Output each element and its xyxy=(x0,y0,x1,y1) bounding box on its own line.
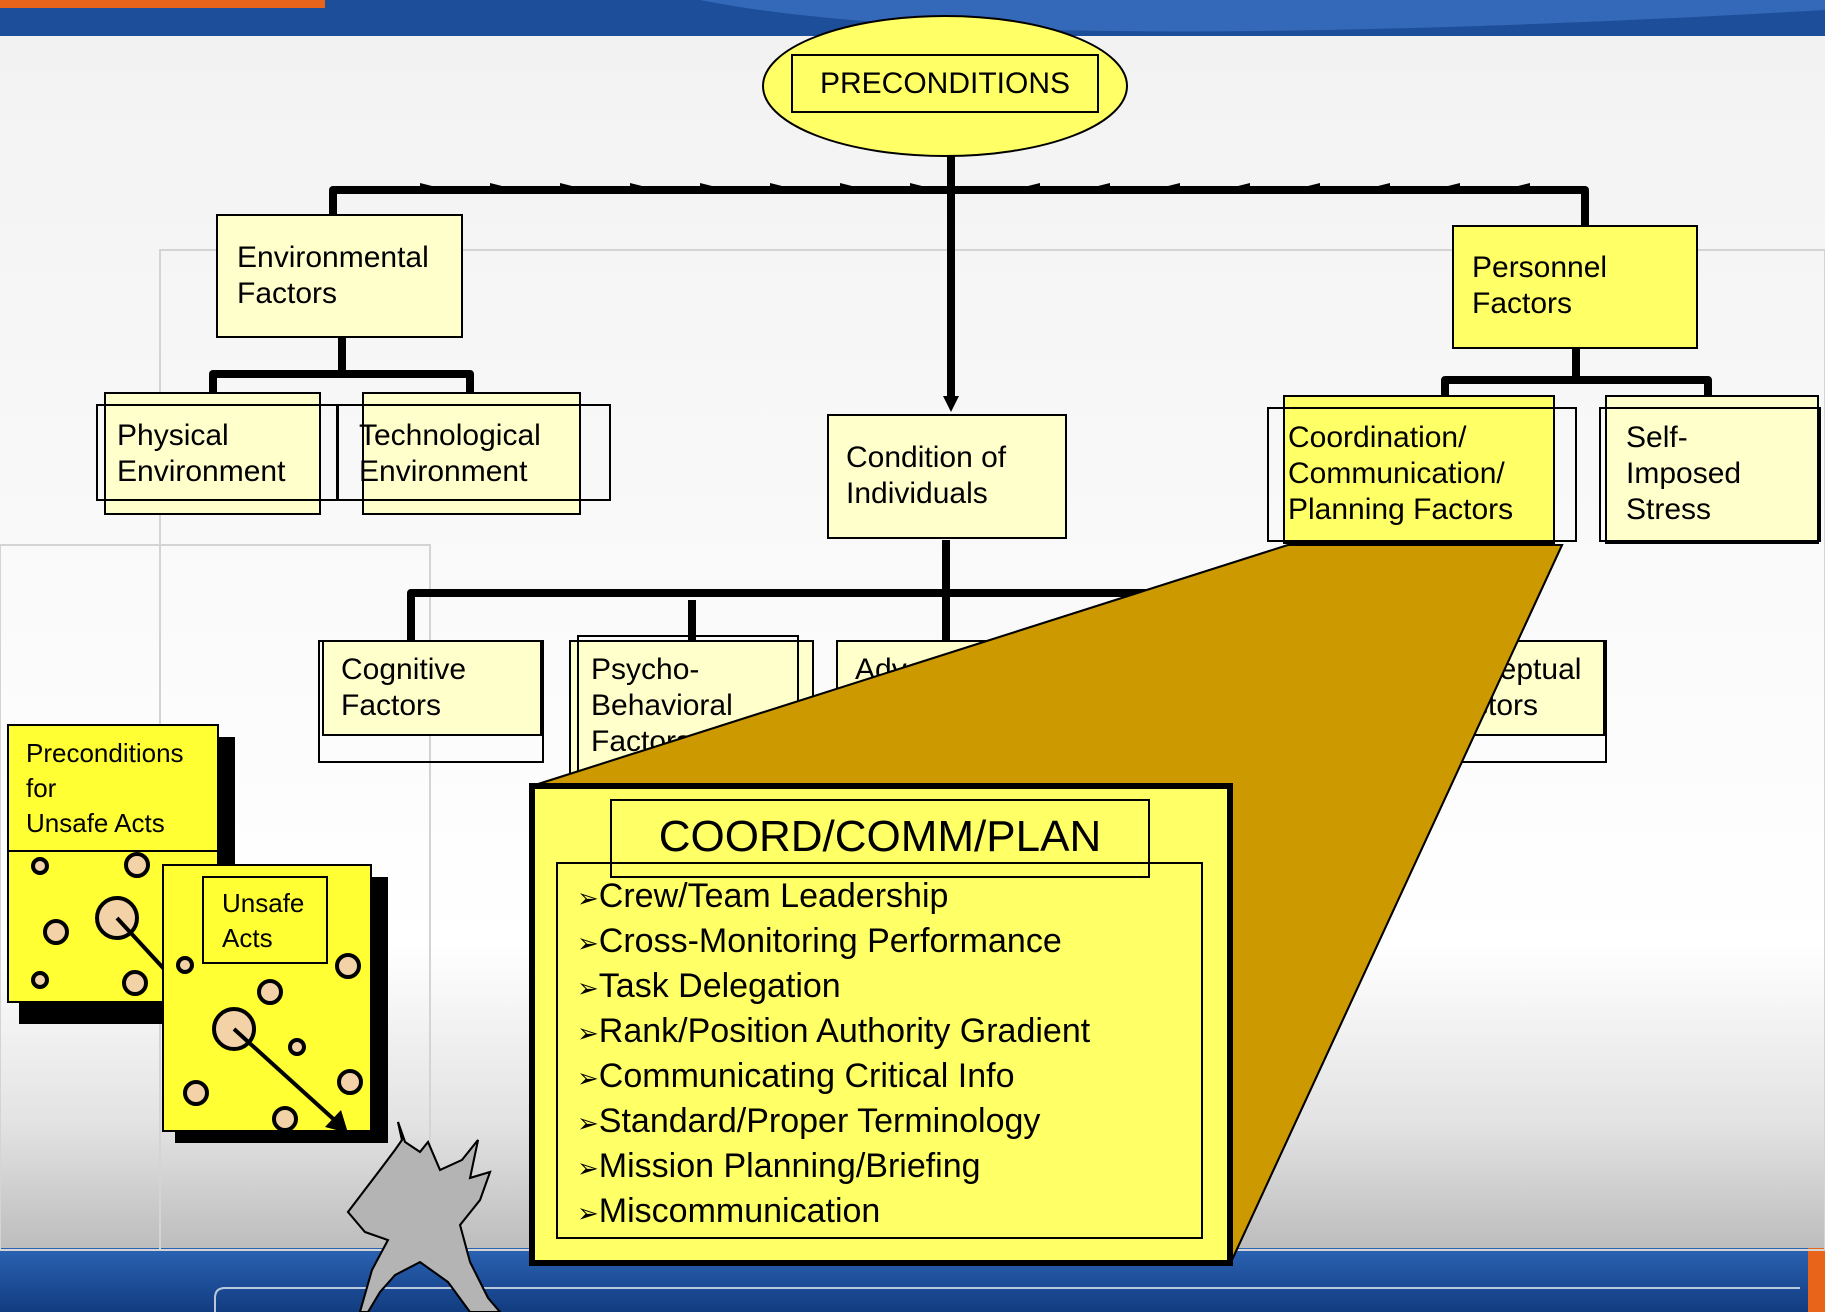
condition-of-individuals-label: Condition of Individuals xyxy=(846,441,1007,510)
zoom-panel-item-text: Mission Planning/Briefing xyxy=(598,1147,981,1185)
perceptual-factors-label: Perceptual Factors xyxy=(1438,653,1582,722)
technological-environment-outline xyxy=(337,404,611,501)
coordination-factors-outline xyxy=(1267,407,1577,542)
arrow-ticks xyxy=(420,183,1530,190)
zoom-panel-title: COORD/COMM/PLAN xyxy=(658,812,1102,861)
cognitive-factors-box xyxy=(322,640,542,736)
coordination-factors-box xyxy=(1283,395,1555,544)
zoom-panel-item: ➢Crew/Team Leadership xyxy=(577,876,948,917)
bullet-arrow-icon: ➢ xyxy=(577,1064,599,1094)
self-imposed-stress-label: Self- Imposed Stress xyxy=(1626,421,1742,526)
environmental-factors-label: Environmental Factors xyxy=(237,241,429,310)
zoom-panel-item: ➢Task Delegation xyxy=(577,966,841,1007)
bullet-arrow-icon: ➢ xyxy=(577,1109,599,1139)
bg-outline xyxy=(0,544,431,1251)
top-band-accent xyxy=(0,0,325,8)
self-imposed-stress-box xyxy=(1605,395,1819,544)
technological-environment-label: Technological Environment xyxy=(359,419,541,488)
zoom-panel-item: ➢Cross-Monitoring Performance xyxy=(577,921,1062,962)
zoom-panel-item-text: Miscommunication xyxy=(598,1192,881,1230)
technological-environment-box xyxy=(362,392,581,515)
bullet-arrow-icon: ➢ xyxy=(577,884,599,914)
coordination-factors-label: Coordination/ Communication/ Planning Fa… xyxy=(1288,421,1514,526)
bullet-arrow-icon: ➢ xyxy=(577,974,599,1004)
zoom-panel-item-text: Cross-Monitoring Performance xyxy=(598,922,1062,960)
zoom-panel-item: ➢Mission Planning/Briefing xyxy=(577,1146,981,1187)
zoom-panel-item-text: Standard/Proper Terminology xyxy=(598,1102,1041,1140)
bullet-arrow-icon: ➢ xyxy=(577,1199,599,1229)
footer-outline xyxy=(214,1287,1800,1312)
physical-environment-label: Physical Environment xyxy=(117,419,286,488)
footer-accent xyxy=(1808,1248,1825,1312)
preconditions-slice-label: Preconditions for Unsafe Acts xyxy=(26,738,184,839)
preconditions-label-frame xyxy=(791,54,1099,113)
preconditions-slice-label-frame xyxy=(7,724,219,852)
unsafe-acts-slice-arrow xyxy=(232,1027,342,1127)
zoom-panel-item: ➢Rank/Position Authority Gradient xyxy=(577,1011,1090,1052)
zoom-panel-item: ➢Miscommunication xyxy=(577,1191,880,1232)
condition-of-individuals-box xyxy=(827,414,1067,539)
zoom-panel-item: ➢Standard/Proper Terminology xyxy=(577,1101,1040,1142)
adverse-physiological-label: Adverse Physiological xyxy=(855,653,1031,722)
physical-environment-box xyxy=(104,392,321,515)
bullet-arrow-icon: ➢ xyxy=(577,929,599,959)
zoom-panel-item-text: Communicating Critical Info xyxy=(598,1057,1015,1095)
unsafe-acts-label-frame xyxy=(202,876,328,964)
cognitive-factors-label: Cognitive Factors xyxy=(341,653,467,722)
zoom-panel-item-text: Crew/Team Leadership xyxy=(598,877,949,915)
personnel-factors-label: Personnel Factors xyxy=(1472,251,1608,320)
environmental-factors-box xyxy=(216,214,463,338)
preconditions-slice-arrow xyxy=(115,916,167,972)
unsafe-acts-label: Unsafe Acts xyxy=(222,888,305,954)
zoom-panel-item: ➢Communicating Critical Info xyxy=(577,1056,1015,1097)
unsafe-acts-arrowhead xyxy=(325,1110,348,1133)
psycho-behavioral-label: Psycho- Behavioral Factors xyxy=(591,653,733,758)
condition-arrowhead xyxy=(943,396,959,412)
preconditions-ellipse xyxy=(762,15,1128,157)
zoom-panel-item-text: Task Delegation xyxy=(598,967,841,1005)
personnel-factors-box xyxy=(1452,225,1698,349)
bullet-arrow-icon: ➢ xyxy=(577,1154,599,1184)
bullet-arrow-icon: ➢ xyxy=(577,1019,599,1049)
self-imposed-stress-outline xyxy=(1599,407,1821,542)
zoom-panel-item-text: Rank/Position Authority Gradient xyxy=(598,1012,1091,1050)
preconditions-label: PRECONDITIONS xyxy=(819,67,1071,100)
